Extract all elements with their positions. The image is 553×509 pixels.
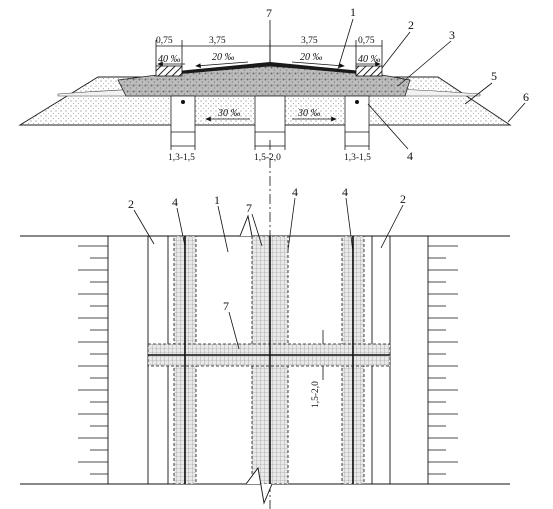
left-slope-ticks bbox=[78, 245, 108, 475]
callout-5: 5 bbox=[491, 69, 497, 83]
plan-leaders bbox=[133, 197, 404, 350]
plan-view: 1,5-2,0 2 4 1 7 4 4 2 7 bbox=[20, 185, 510, 505]
trench-center bbox=[254, 95, 286, 133]
dim-left-bottom: 1,3-1,5 bbox=[168, 153, 195, 163]
bottom-dimension-chain bbox=[170, 132, 370, 150]
cross-section: 0,75 3,75 3,75 0,75 1,3-1,5 1,5-2,0 1,3-… bbox=[18, 5, 529, 163]
plan-callout-7-top: 7 bbox=[246, 201, 252, 215]
cross-section-leaders bbox=[269, 18, 526, 150]
break-line-bottom bbox=[245, 466, 273, 505]
dim-right-bottom: 1,3-1,5 bbox=[344, 153, 371, 163]
left-shoulder bbox=[155, 65, 183, 77]
callout-2: 2 bbox=[408, 18, 414, 32]
slope-base-right: 30 ‰ bbox=[297, 108, 321, 119]
callout-4: 4 bbox=[407, 149, 413, 163]
callout-1: 1 bbox=[350, 5, 356, 19]
plan-callout-2-right: 2 bbox=[400, 192, 406, 206]
slope-shoulder-left: 40 ‰ bbox=[158, 54, 181, 65]
break-line-top bbox=[239, 214, 253, 237]
plan-dimension-text: 1,5-2,0 bbox=[311, 381, 321, 408]
drain-pipes bbox=[148, 236, 390, 484]
slope-base-left: 30 ‰ bbox=[217, 108, 241, 119]
slope-carriage-left: 20 ‰ bbox=[212, 52, 235, 63]
dim-right-outer: 0,75 bbox=[358, 36, 375, 46]
callout-6: 6 bbox=[523, 90, 529, 104]
slope-shoulder-right: 40 ‰ bbox=[358, 54, 381, 65]
callout-7: 7 bbox=[266, 6, 272, 20]
dim-right-inner: 3,75 bbox=[301, 36, 318, 46]
right-slope-ticks bbox=[428, 245, 458, 475]
plan-callout-4-mid: 4 bbox=[292, 185, 298, 199]
slope-carriage-right: 20 ‰ bbox=[300, 52, 323, 63]
slope-arrows bbox=[157, 61, 381, 122]
dim-center-bottom: 1,5-2,0 bbox=[254, 153, 281, 163]
plan-callout-4-left: 4 bbox=[172, 195, 178, 209]
pavement-surface bbox=[157, 62, 382, 76]
plan-callout-4-right: 4 bbox=[342, 185, 348, 199]
dim-left-inner: 3,75 bbox=[209, 36, 226, 46]
plan-callout-1: 1 bbox=[214, 193, 220, 207]
dim-left-outer: 0,75 bbox=[156, 36, 173, 46]
plan-callout-7-mid: 7 bbox=[223, 299, 229, 313]
callout-3: 3 bbox=[449, 28, 455, 42]
right-shoulder bbox=[355, 65, 383, 77]
plan-callout-2-left: 2 bbox=[128, 197, 134, 211]
